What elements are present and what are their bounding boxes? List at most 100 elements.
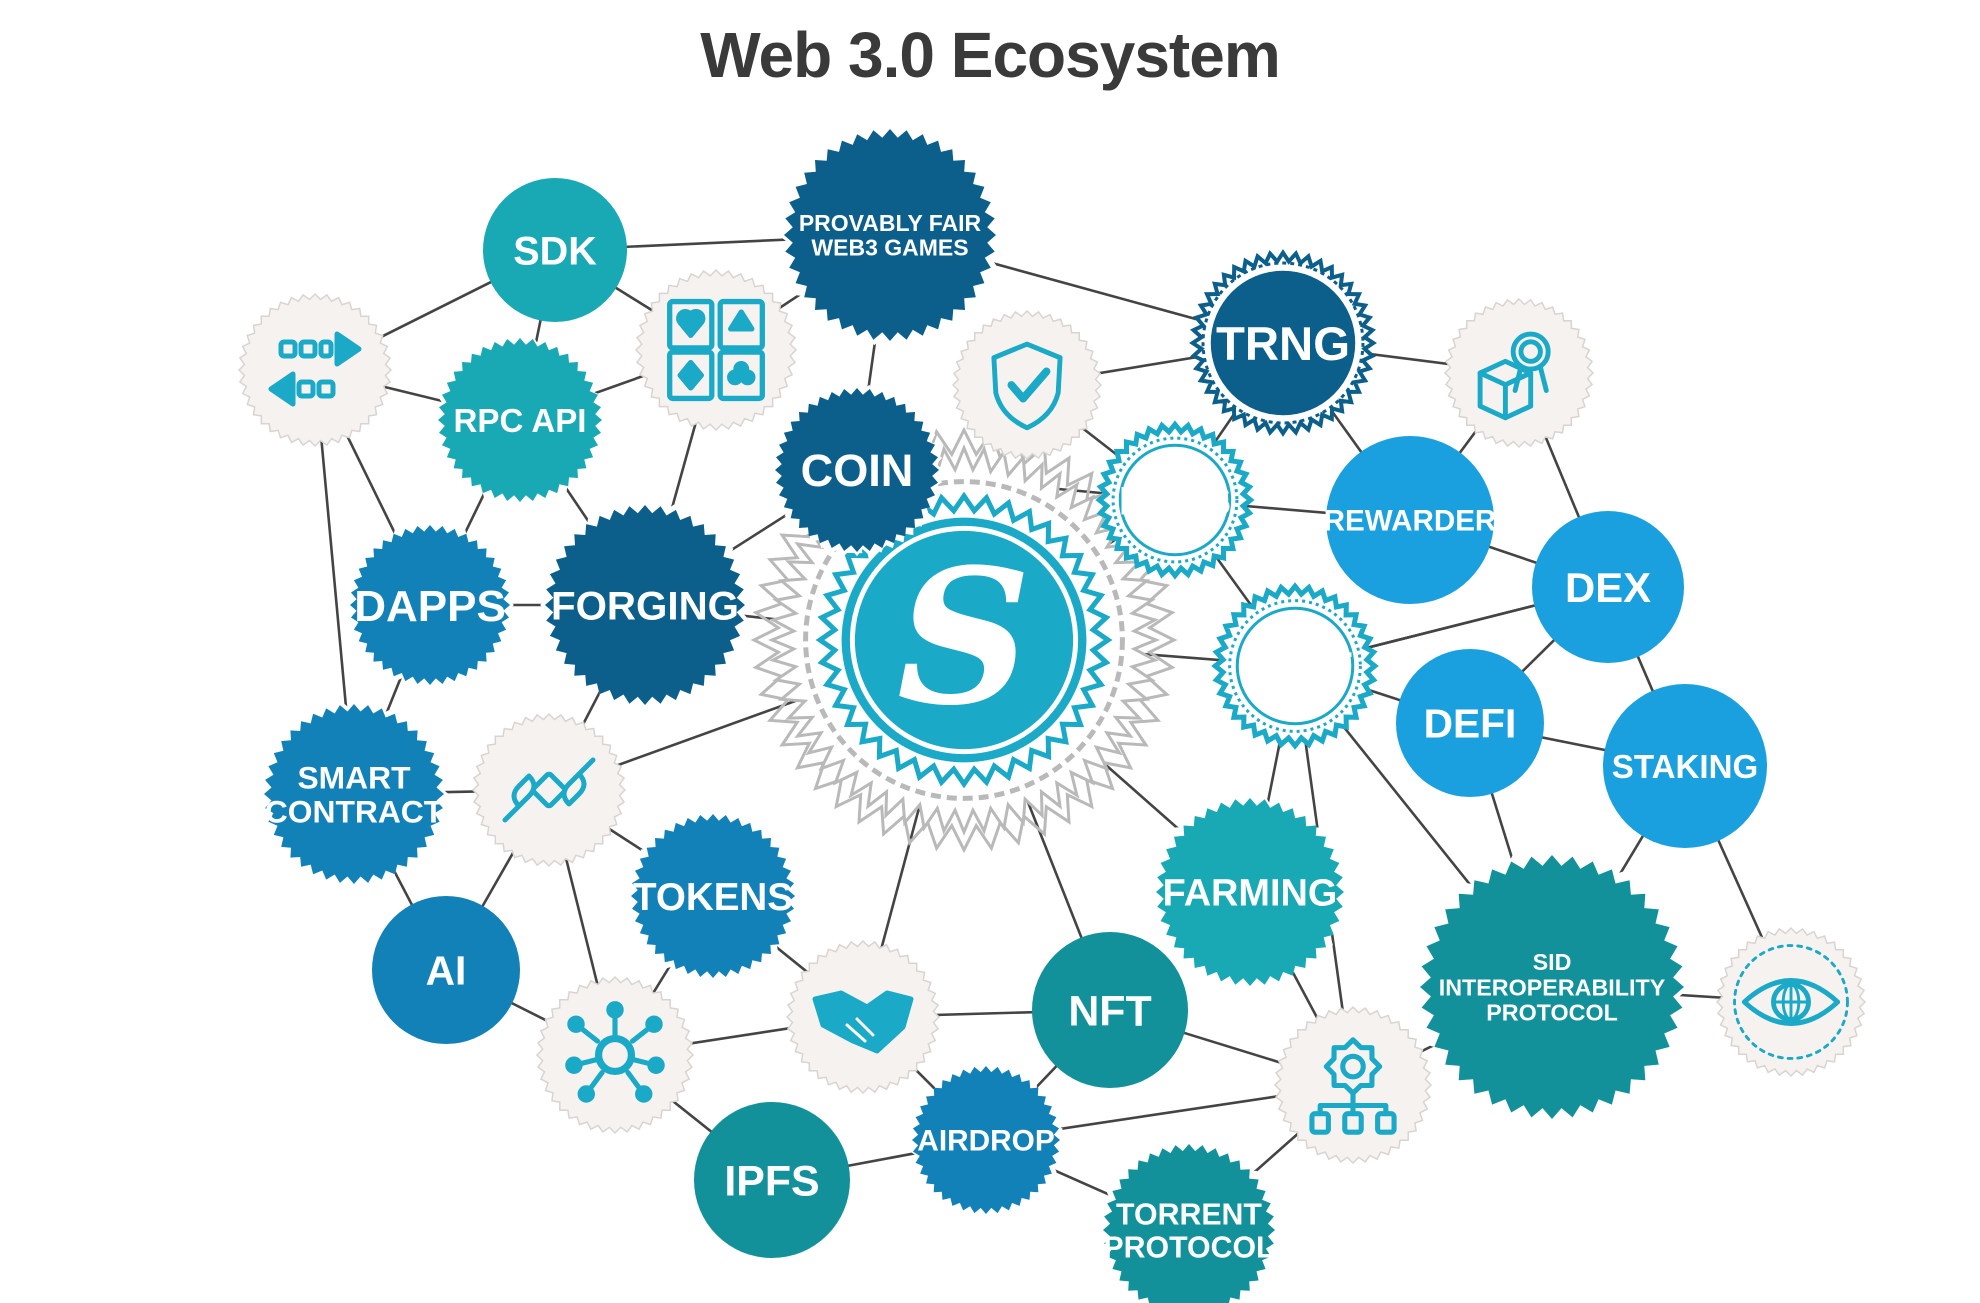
gear-hierarchy-icon bbox=[1309, 1037, 1397, 1135]
node-label-defi: DEFI bbox=[1424, 701, 1517, 747]
node-defi[interactable]: DEFI bbox=[1396, 649, 1544, 797]
node-badge bbox=[694, 1102, 850, 1258]
icon-node-badge bbox=[471, 712, 627, 868]
logo-inner-ring bbox=[849, 525, 1079, 755]
node-badge bbox=[1326, 436, 1494, 604]
icon-node-badge bbox=[1273, 1005, 1433, 1165]
node-badge bbox=[545, 505, 745, 705]
icon-node-cards[interactable] bbox=[634, 268, 798, 432]
node-label-tokens: TOKENS bbox=[633, 876, 793, 919]
node-label-trng: TRNG bbox=[1216, 318, 1350, 371]
node-label-rewarder: REWARDER bbox=[1324, 505, 1497, 538]
icon-node-badge bbox=[237, 292, 393, 448]
node-badge bbox=[1118, 443, 1232, 557]
node-badge bbox=[350, 525, 510, 685]
node-dex[interactable]: DEX bbox=[1532, 511, 1684, 663]
node-dapps[interactable]: DAPPS bbox=[346, 521, 514, 689]
node-nft[interactable]: NFT bbox=[1032, 932, 1188, 1088]
award-box-icon bbox=[1477, 331, 1551, 421]
node-label-dpos: DPOS bbox=[1119, 479, 1231, 523]
network-hub-icon bbox=[565, 1001, 665, 1103]
icon-node-hub[interactable] bbox=[535, 975, 695, 1135]
node-label-airdrop: AIRDROP bbox=[917, 1125, 1054, 1158]
dashed-ring bbox=[803, 479, 1125, 801]
node-label-ipfs: IPFS bbox=[724, 1157, 819, 1205]
icon-node-badge bbox=[535, 975, 695, 1135]
icon-node-badge bbox=[634, 268, 798, 432]
icon-node-shield[interactable] bbox=[951, 309, 1103, 461]
node-label-nft: NFT bbox=[1068, 987, 1151, 1035]
logo-disc bbox=[841, 517, 1087, 763]
node-badge bbox=[438, 338, 602, 502]
node-label-sdk: SDK bbox=[513, 229, 597, 273]
node-label-farming: FARMING bbox=[1163, 873, 1338, 915]
handshake-icon bbox=[812, 990, 914, 1054]
icon-node-eye[interactable] bbox=[1715, 926, 1867, 1078]
node-badge bbox=[483, 178, 627, 322]
node-farming[interactable]: FARMING bbox=[1151, 793, 1349, 991]
node-label-staking: STAKING bbox=[1612, 749, 1758, 786]
node-badge bbox=[1235, 606, 1355, 726]
node-label-sid: SID bbox=[1533, 949, 1572, 975]
node-label-post: POST bbox=[1238, 643, 1352, 690]
node-badge bbox=[1156, 798, 1344, 986]
shield-check-icon bbox=[991, 341, 1063, 431]
icon-node-gear[interactable] bbox=[1273, 1005, 1433, 1165]
playing-cards-icon bbox=[667, 298, 765, 402]
node-badge bbox=[264, 704, 444, 884]
node-badge bbox=[1396, 649, 1544, 797]
node-badge bbox=[1603, 684, 1767, 848]
node-badge bbox=[1210, 270, 1356, 416]
node-dpos[interactable]: DPOS bbox=[1095, 420, 1255, 580]
icon-node-transfer[interactable] bbox=[237, 292, 393, 448]
node-label-forging: FORGING bbox=[551, 584, 739, 629]
node-rpc-api[interactable]: RPC API bbox=[433, 333, 607, 507]
node-label-sid: INTEROPERABILITY bbox=[1439, 974, 1666, 1000]
node-badge bbox=[1032, 932, 1188, 1088]
globe-eye-icon bbox=[1733, 944, 1849, 1060]
node-label-provably-fair: WEB3 GAMES bbox=[811, 235, 968, 261]
node-seal-dash bbox=[1111, 436, 1239, 564]
node-sdk[interactable]: SDK bbox=[483, 178, 627, 322]
node-ai[interactable]: AI bbox=[372, 896, 520, 1044]
node-ipfs[interactable]: IPFS bbox=[694, 1102, 850, 1258]
node-badge bbox=[1420, 855, 1684, 1119]
node-label-sid: PROTOCOL bbox=[1486, 1000, 1618, 1026]
node-badge bbox=[1532, 511, 1684, 663]
node-label-rpc-api: RPC API bbox=[454, 403, 587, 440]
node-rewarder[interactable]: REWARDER bbox=[1324, 436, 1497, 604]
icon-node-chain[interactable] bbox=[471, 712, 627, 868]
icon-node-award-box[interactable] bbox=[1443, 297, 1595, 449]
node-label-smart-contract: CONTRACT bbox=[265, 794, 444, 830]
node-ring-dash bbox=[1201, 261, 1365, 425]
node-forging[interactable]: FORGING bbox=[540, 500, 750, 710]
node-post[interactable]: POST bbox=[1211, 582, 1379, 750]
node-coin[interactable]: COIN bbox=[770, 383, 944, 557]
icon-node-handshake[interactable] bbox=[785, 939, 941, 1095]
node-label-torrent: PROTOCOL bbox=[1103, 1231, 1274, 1264]
node-trng[interactable]: TRNG bbox=[1189, 249, 1377, 437]
chain-link-icon bbox=[502, 757, 596, 823]
node-staking[interactable]: STAKING bbox=[1603, 684, 1767, 848]
node-badge bbox=[775, 388, 939, 552]
node-label-provably-fair: PROVABLY FAIR bbox=[799, 210, 982, 236]
node-badge bbox=[631, 814, 795, 978]
node-label-ai: AI bbox=[426, 948, 467, 994]
node-tokens[interactable]: TOKENS bbox=[626, 809, 800, 983]
node-airdrop[interactable]: AIRDROP bbox=[908, 1062, 1064, 1218]
node-badge bbox=[1103, 1144, 1275, 1303]
node-badge bbox=[372, 896, 520, 1044]
node-badge bbox=[784, 129, 996, 341]
node-label-coin: COIN bbox=[801, 445, 914, 496]
data-transfer-arrows-icon bbox=[268, 331, 362, 407]
node-badge bbox=[912, 1066, 1060, 1214]
node-label-smart-contract: SMART bbox=[297, 759, 411, 795]
logo-glyph: S bbox=[897, 527, 1031, 746]
node-label-torrent: TORRENT bbox=[1116, 1199, 1262, 1232]
